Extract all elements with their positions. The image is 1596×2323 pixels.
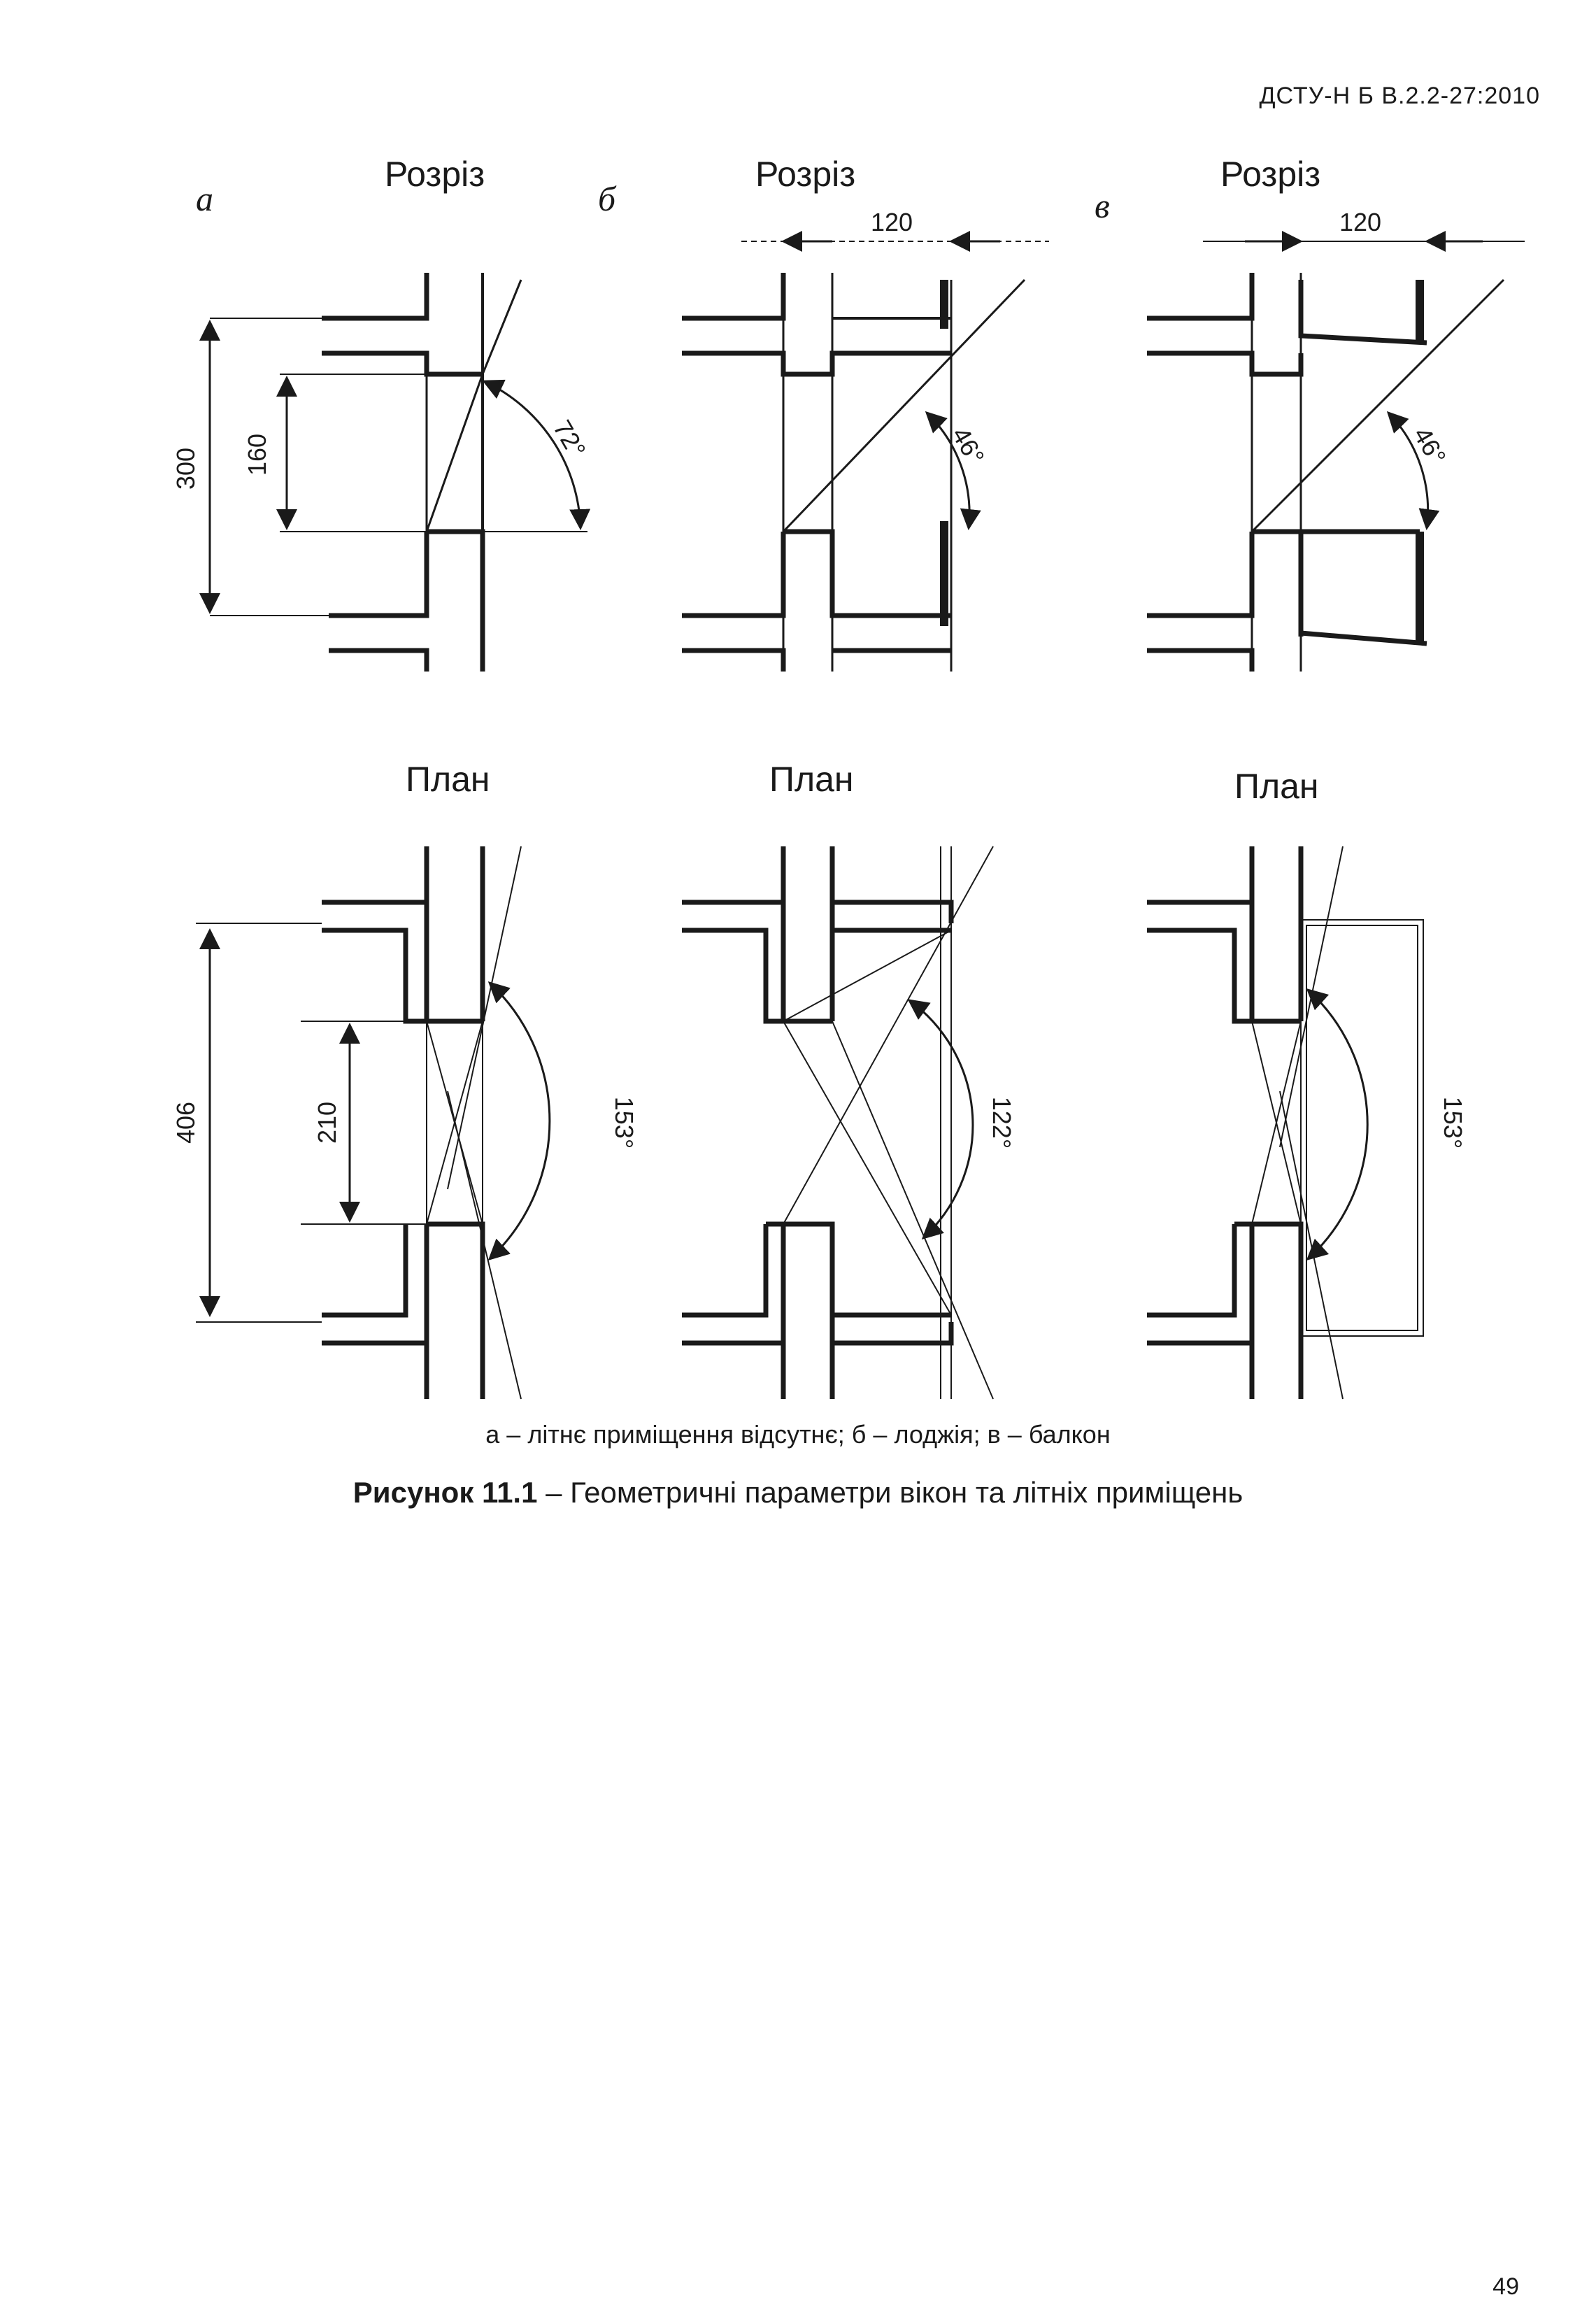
figure-caption: Рисунок 11.1 – Геометричні параметри вік… bbox=[0, 1476, 1596, 1509]
plan-v-drawing bbox=[1147, 846, 1424, 1400]
document-code: ДСТУ-Н Б В.2.2-27:2010 bbox=[1259, 83, 1540, 109]
dim-a-plan-outer: 406 bbox=[171, 1102, 200, 1144]
figure-legend: а – літнє приміщення відсутнє; б – лоджі… bbox=[485, 1420, 1111, 1449]
section-title-a: Розріз bbox=[385, 155, 485, 194]
plan-a-drawing bbox=[196, 846, 551, 1400]
figure-title: – Геометричні параметри вікон та літніх … bbox=[537, 1476, 1244, 1509]
dim-a-plan-inner: 210 bbox=[313, 1102, 341, 1144]
dim-b-width: 120 bbox=[871, 208, 913, 236]
section-b-drawing bbox=[682, 231, 1049, 672]
panel-letter-b: б bbox=[598, 179, 616, 218]
section-v-drawing bbox=[1147, 231, 1525, 672]
plan-b-drawing bbox=[682, 846, 994, 1400]
dim-a-inner: 160 bbox=[243, 434, 271, 476]
angle-a-plan: 153° bbox=[610, 1097, 639, 1149]
plan-title-a: План bbox=[406, 760, 490, 799]
angle-v-plan: 153° bbox=[1439, 1097, 1467, 1149]
plan-title-v: План bbox=[1234, 767, 1319, 806]
panel-letter-a: а bbox=[196, 179, 213, 218]
section-title-v: Розріз bbox=[1220, 155, 1321, 194]
section-title-b: Розріз bbox=[755, 155, 856, 194]
angle-a-section: 72° bbox=[548, 415, 592, 463]
angle-v-section: 46° bbox=[1408, 422, 1452, 470]
section-a-drawing bbox=[199, 273, 591, 672]
panel-letter-v: в bbox=[1095, 186, 1110, 225]
dim-a-outer: 300 bbox=[171, 448, 200, 490]
plan-title-b: План bbox=[769, 760, 854, 799]
angle-b-plan: 122° bbox=[988, 1097, 1016, 1149]
dim-v-width: 120 bbox=[1339, 208, 1381, 236]
figure-label: Рисунок 11.1 bbox=[352, 1476, 538, 1509]
page-number: 49 bbox=[1492, 2273, 1519, 2300]
angle-b-section: 46° bbox=[946, 422, 990, 470]
